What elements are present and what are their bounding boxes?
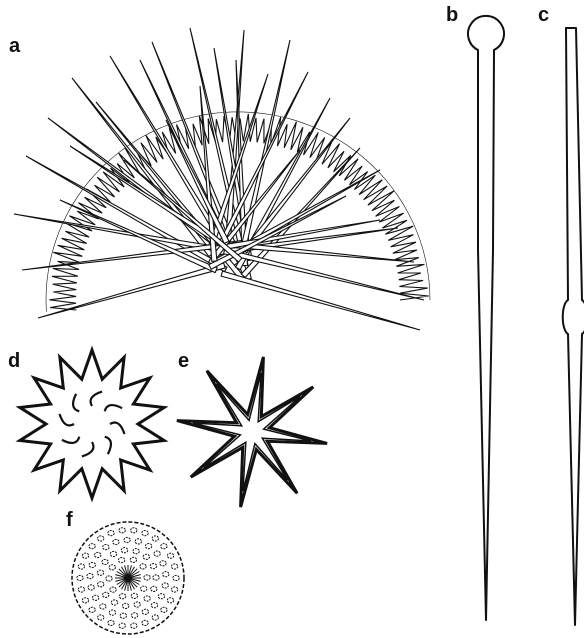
panel-label-a: a xyxy=(9,35,21,57)
panel-label-f: f xyxy=(66,509,73,531)
panel-label-c: c xyxy=(538,4,549,26)
panel-label-b: b xyxy=(446,4,458,26)
panel-label-d: d xyxy=(8,350,20,372)
panel-f-spheraster xyxy=(72,522,184,634)
panel-f-center-rays xyxy=(115,565,141,591)
panel-label-e: e xyxy=(178,350,189,372)
